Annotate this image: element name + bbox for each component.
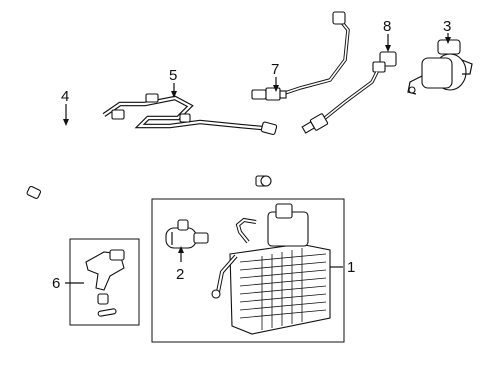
callout-7: 7	[271, 61, 279, 78]
leader-lines	[63, 33, 451, 284]
callout-1: 1	[347, 259, 355, 276]
part-3-purge-valve	[407, 39, 473, 95]
callout-5: 5	[169, 67, 177, 84]
callout-4: 4	[61, 88, 69, 105]
part-8-oxygen-sensor	[301, 51, 397, 134]
part-4-vapor-tube	[20, 122, 272, 199]
callout-6: 6	[52, 275, 60, 292]
part-6-sensor-box	[69, 238, 140, 326]
part-2-vent-valve	[165, 219, 209, 249]
part-1-canister-box	[151, 198, 345, 343]
part-5-wiring-harness	[102, 93, 278, 136]
part-7-oxygen-sensor	[251, 11, 350, 101]
callout-8: 8	[383, 18, 391, 35]
callout-3: 3	[443, 18, 451, 35]
callout-2: 2	[176, 266, 184, 283]
